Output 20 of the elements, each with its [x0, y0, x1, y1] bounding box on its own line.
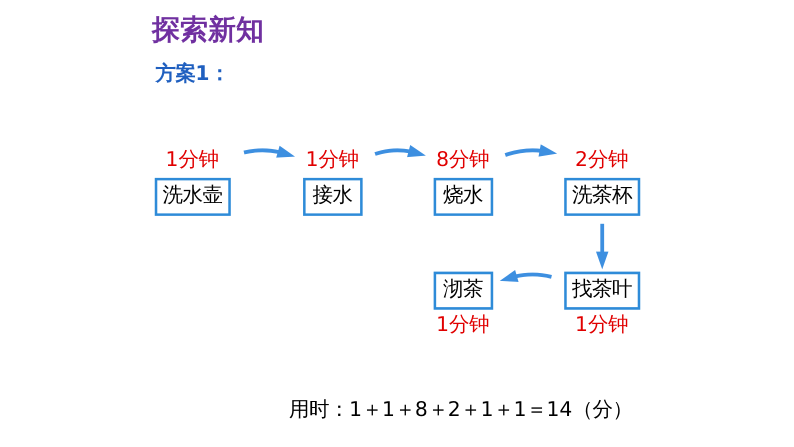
node-label: 1分钟	[436, 312, 489, 336]
node-box: 找茶叶	[564, 272, 640, 310]
node-label: 1分钟	[305, 147, 358, 172]
node-box: 烧水	[433, 178, 493, 216]
label: 用时：1＋1＋8＋2＋1＋1＝14（分）	[288, 396, 632, 421]
node-box: 沏茶	[433, 272, 493, 310]
node-label: 1分钟	[574, 312, 628, 336]
arrow	[499, 270, 552, 282]
node-box: 接水	[302, 178, 362, 216]
arrow	[504, 144, 557, 157]
label: 方案1：	[154, 61, 229, 86]
node-box: 洗茶杯	[564, 178, 640, 216]
diagram-title: 探索新知	[152, 13, 264, 46]
node-label: 1分钟	[165, 147, 218, 172]
node-label: 8分钟	[436, 147, 489, 172]
arrow	[596, 224, 608, 270]
node-box: 洗水壶	[154, 178, 230, 216]
arrow	[374, 145, 426, 158]
node-label: 2分钟	[574, 147, 628, 172]
arrow	[243, 146, 295, 158]
